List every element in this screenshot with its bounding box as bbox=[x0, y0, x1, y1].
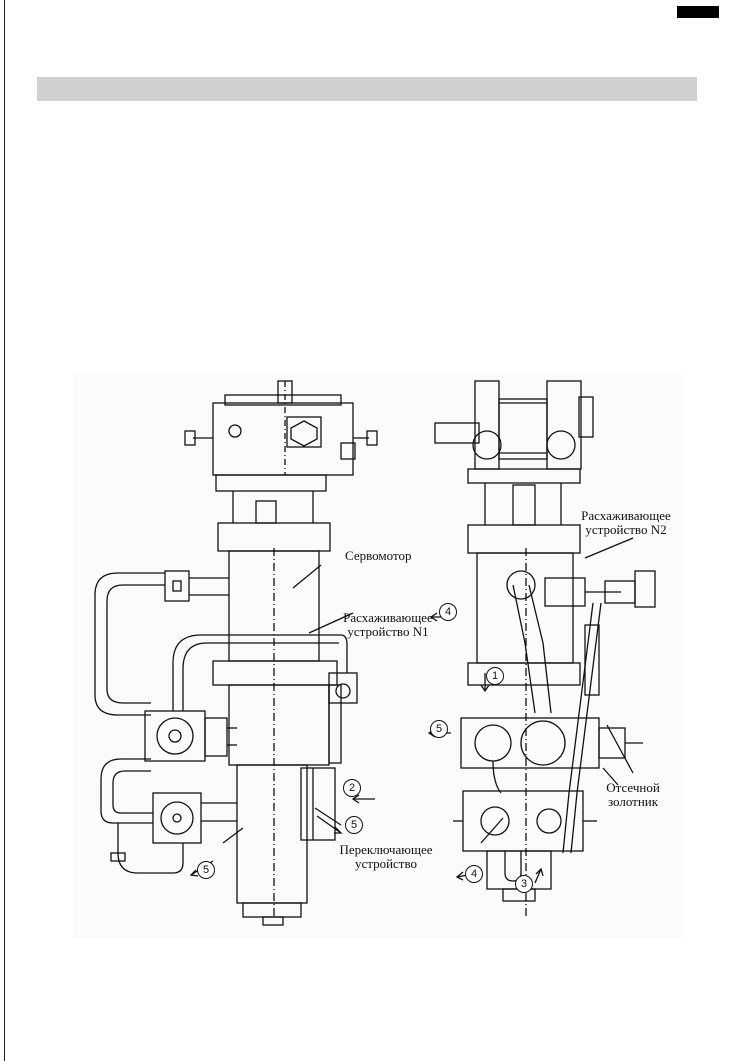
label-device-n2-line2: устройство N2 bbox=[585, 522, 667, 537]
marker-2: 2 bbox=[343, 779, 361, 797]
marker-5: 5 bbox=[430, 720, 448, 738]
corner-tab bbox=[677, 6, 719, 18]
header-band bbox=[37, 77, 697, 101]
label-device-n2-line1: Расхаживающее bbox=[581, 508, 671, 523]
marker-5: 5 bbox=[197, 861, 215, 879]
right-assembly bbox=[427, 380, 656, 918]
drawing-svg bbox=[73, 373, 683, 938]
marker-1: 1 bbox=[486, 667, 504, 685]
marker-4: 4 bbox=[439, 603, 457, 621]
label-device-n1-line2: устройство N1 bbox=[347, 624, 429, 639]
marker-3: 3 bbox=[515, 875, 533, 893]
technical-drawing: Сервомотор Расхаживающее устройство N1 Р… bbox=[73, 373, 683, 938]
label-servomotor: Сервомотор bbox=[345, 548, 412, 563]
marker-5: 5 bbox=[345, 816, 363, 834]
left-assembly bbox=[94, 380, 378, 926]
page-left-rule bbox=[4, 0, 5, 1061]
marker-4: 4 bbox=[465, 865, 483, 883]
label-switch-line2: устройство bbox=[354, 856, 418, 871]
label-cutoff-line1: Отсечной bbox=[606, 780, 660, 795]
label-cutoff-line2: золотник bbox=[607, 794, 659, 809]
label-device-n1-line1: Расхаживающее bbox=[343, 610, 433, 625]
label-switch-line1: Переключающее bbox=[339, 842, 433, 857]
